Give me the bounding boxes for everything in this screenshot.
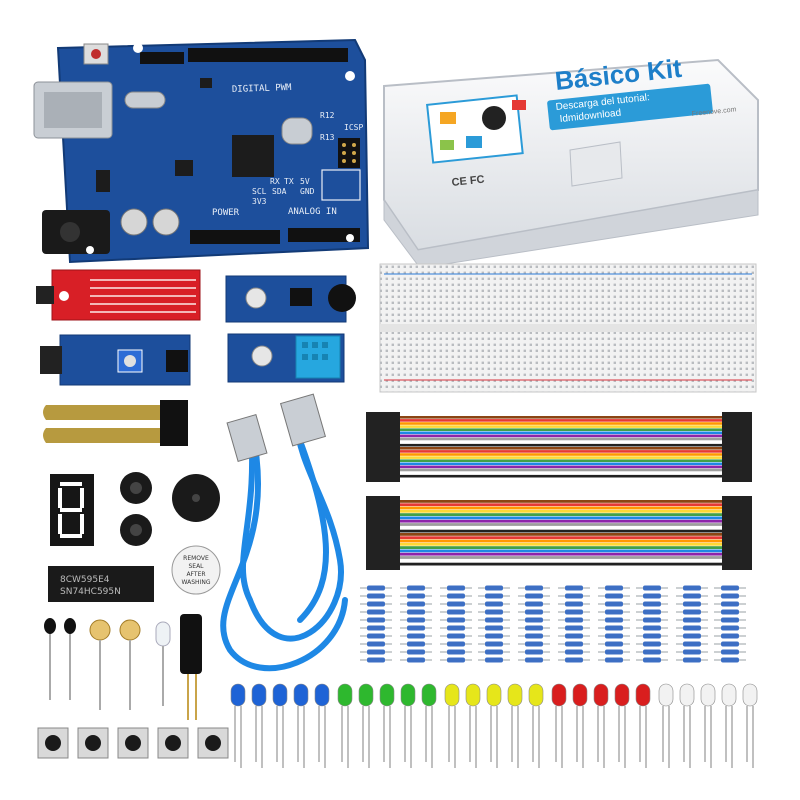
led [635, 683, 651, 768]
box-small-text: Freenove.com [691, 106, 736, 118]
icsp-header [338, 138, 360, 168]
led [293, 683, 309, 768]
led [528, 683, 544, 768]
led [379, 683, 395, 768]
push-button [37, 727, 69, 759]
digital-label: DIGITAL PWM [232, 83, 292, 95]
crystal [124, 91, 166, 109]
push-button [157, 727, 189, 759]
soil-moisture-probe [43, 400, 188, 446]
chip-marking-1: 8CW595E4 [60, 575, 110, 585]
led [486, 683, 502, 768]
led [507, 683, 523, 768]
pin-gnd-label: GND [300, 187, 315, 196]
sound-sensor-module [225, 275, 356, 323]
push-button [77, 727, 109, 759]
power-pin-header [190, 230, 280, 244]
temperature-sensor [44, 618, 56, 700]
pin-tx-label: TX [284, 177, 294, 186]
dht11-sensor-module [227, 333, 345, 383]
photoresistor [89, 619, 111, 710]
box-cert-mark: CE FC [451, 174, 485, 189]
jumper-wire-bundle-bottom [366, 496, 752, 570]
led [314, 683, 330, 768]
led [572, 683, 588, 768]
usb-a-plug [279, 393, 327, 447]
buzzer-sticker-line-4: WASHING [182, 579, 211, 586]
icsp-label: ICSP [344, 123, 363, 132]
r13-label: R13 [320, 133, 335, 142]
buzzer-sticker-line-1: REMOVE [183, 555, 209, 562]
shift-register-chip: 8CW595E4 SN74HC595N [48, 566, 154, 602]
pin-rx-label: RX [270, 177, 280, 186]
led [614, 683, 630, 768]
relay-module [40, 334, 191, 386]
led [251, 683, 267, 768]
capacitor [152, 208, 180, 236]
pin-5v-label: 5V [300, 177, 310, 186]
pin-scl-label: SCL [252, 187, 267, 196]
led [721, 683, 737, 768]
jumper-wire-bundle-top [366, 412, 752, 482]
led [742, 683, 758, 768]
power-label: POWER [212, 208, 240, 218]
atmega-chip [232, 135, 274, 177]
resistor-assortment [360, 585, 746, 663]
buzzer-sticker-line-2: SEAL [188, 563, 204, 570]
led [700, 683, 716, 768]
led [551, 683, 567, 768]
push-button [197, 727, 229, 759]
arduino-uno-board: DIGITAL PWM POWER ANALOG IN TX RX 5V GND… [33, 38, 370, 264]
capacitor [120, 208, 148, 236]
pin-3v3-label: 3V3 [252, 197, 267, 206]
led [400, 683, 416, 768]
led [444, 683, 460, 768]
led [358, 683, 374, 768]
water-level-sensor [36, 269, 201, 321]
pin-sda-label: SDA [272, 187, 287, 196]
led [421, 683, 437, 768]
led [679, 683, 695, 768]
led [593, 683, 609, 768]
r12-label: R12 [320, 111, 335, 120]
breadboard [379, 263, 757, 393]
push-button [117, 727, 149, 759]
photoresistor [119, 619, 141, 710]
temperature-sensor [64, 618, 76, 700]
led [658, 683, 674, 768]
led [272, 683, 288, 768]
usb-cable [220, 417, 348, 672]
rgb-led [155, 621, 171, 706]
led [337, 683, 353, 768]
buzzer-sticker-line-3: AFTER [186, 571, 205, 578]
tilt-switch [180, 614, 202, 720]
digital-pin-header [140, 52, 184, 64]
usb-b-plug [226, 414, 268, 462]
chip-marking-2: SN74HC595N [60, 587, 121, 597]
digital-pin-header [188, 48, 348, 62]
potentiometer [120, 472, 152, 504]
potentiometer [120, 514, 152, 546]
storage-box: Básico Kit Descarga del tutorial: Idmido… [383, 53, 759, 269]
analog-label: ANALOG IN [288, 207, 337, 217]
led [465, 683, 481, 768]
led [230, 683, 246, 768]
passive-buzzer [172, 474, 220, 522]
analog-pin-header [288, 228, 360, 242]
active-buzzer: REMOVE SEAL AFTER WASHING [171, 545, 221, 595]
seven-segment-display [50, 474, 94, 546]
